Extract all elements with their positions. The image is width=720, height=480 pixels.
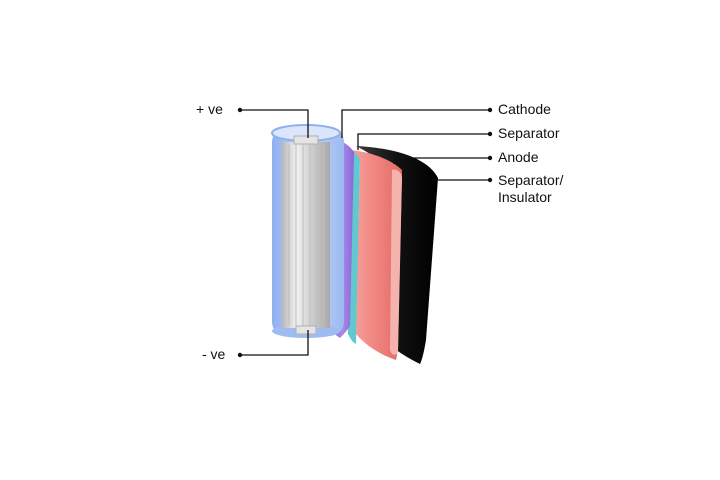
leader-lines <box>240 109 490 356</box>
leader-positive <box>240 109 309 138</box>
separator-label: Separator <box>498 125 560 141</box>
separator-insulator-label: Separator/ Insulator <box>498 172 564 205</box>
cathode-label: Cathode <box>498 101 551 117</box>
leader-anode <box>393 157 490 164</box>
anode-label: Anode <box>498 149 539 165</box>
positive-terminal-label: + ve <box>196 101 223 117</box>
leader-separator <box>357 133 490 150</box>
leader-cathode <box>341 109 490 138</box>
core <box>282 142 330 328</box>
leader-dots <box>237 107 493 358</box>
anode-sheet <box>350 150 402 360</box>
negative-terminal-label: - ve <box>202 346 226 362</box>
leader-negative <box>240 330 309 356</box>
